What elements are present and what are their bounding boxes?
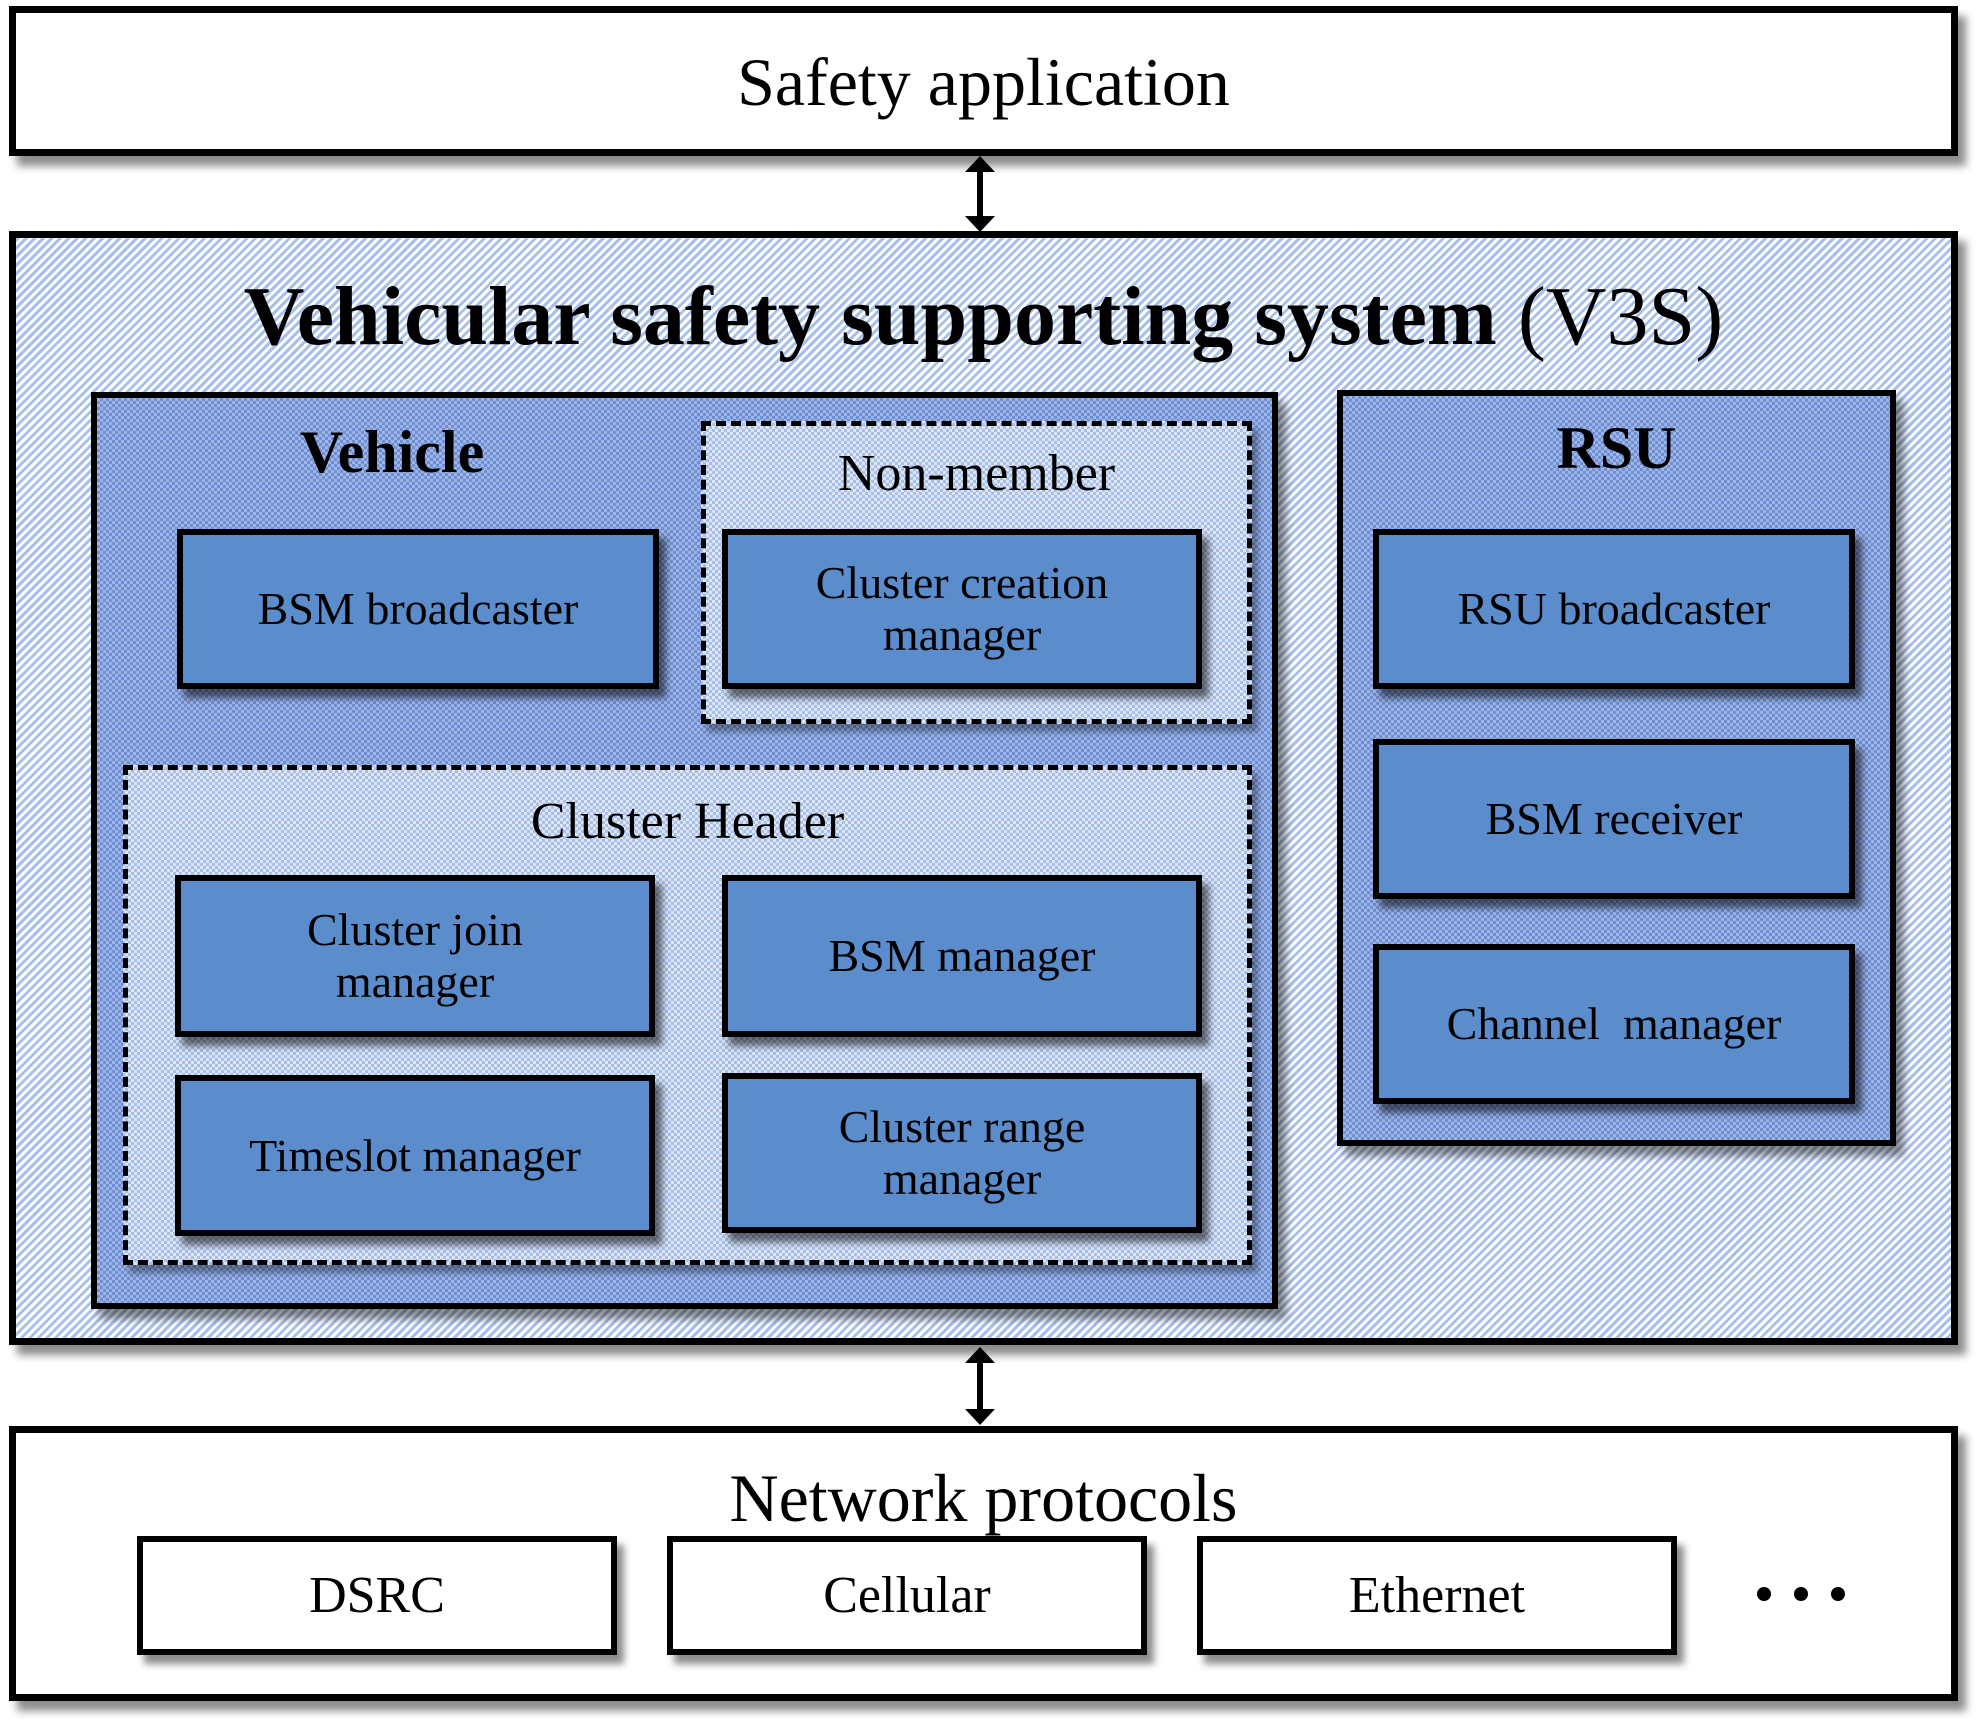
protocol-ethernet: Ethernet	[1197, 1536, 1677, 1655]
v3s-title-abbrev: (V3S)	[1517, 270, 1724, 363]
cluster-creation-manager-module: Cluster creation manager	[722, 529, 1202, 689]
safety-application-box: Safety application	[9, 6, 1958, 156]
rsu-label: RSU	[1556, 415, 1677, 481]
v3s-title: Vehicular safety supporting system (V3S)	[16, 268, 1951, 365]
bidirectional-arrow-icon	[965, 1347, 995, 1425]
bidirectional-arrow-icon	[965, 156, 995, 232]
bsm-receiver-label: BSM receiver	[1485, 793, 1743, 845]
safety-application-label: Safety application	[737, 44, 1230, 120]
ellipsis-icon	[1757, 1587, 1845, 1601]
bsm-manager-module: BSM manager	[722, 875, 1202, 1037]
bsm-manager-label: BSM manager	[828, 930, 1096, 982]
cluster-range-manager-line1: Cluster range	[838, 1101, 1086, 1153]
cluster-creation-manager-line1: Cluster creation	[815, 557, 1109, 609]
bsm-broadcaster-module: BSM broadcaster	[177, 529, 659, 689]
timeslot-manager-label: Timeslot manager	[249, 1129, 581, 1181]
cluster-join-manager-line1: Cluster join	[307, 904, 523, 956]
channel-manager-label: Channel manager	[1446, 998, 1782, 1050]
protocol-cellular: Cellular	[667, 1536, 1147, 1655]
cluster-join-manager-module: Cluster join manager	[175, 875, 655, 1037]
cluster-range-manager-module: Cluster range manager	[722, 1073, 1202, 1233]
vehicle-label: Vehicle	[299, 419, 485, 485]
protocol-dsrc: DSRC	[137, 1536, 617, 1655]
bsm-broadcaster-label: BSM broadcaster	[257, 583, 579, 635]
protocol-ethernet-label: Ethernet	[1348, 1567, 1526, 1624]
protocol-dsrc-label: DSRC	[309, 1567, 445, 1624]
non-member-label: Non-member	[837, 445, 1116, 502]
channel-manager-module: Channel manager	[1373, 944, 1855, 1104]
protocol-cellular-label: Cellular	[823, 1567, 991, 1624]
v3s-title-main: Vehicular safety supporting system	[243, 270, 1497, 363]
rsu-broadcaster-module: RSU broadcaster	[1373, 529, 1855, 689]
timeslot-manager-module: Timeslot manager	[175, 1075, 655, 1236]
cluster-join-manager-line2: manager	[335, 956, 495, 1007]
bsm-receiver-module: BSM receiver	[1373, 739, 1855, 899]
cluster-header-label: Cluster Header	[530, 793, 845, 850]
rsu-broadcaster-label: RSU broadcaster	[1457, 583, 1771, 635]
network-protocols-label: Network protocols	[729, 1460, 1238, 1536]
cluster-range-manager-line2: manager	[882, 1153, 1042, 1204]
cluster-creation-manager-line2: manager	[882, 609, 1042, 660]
